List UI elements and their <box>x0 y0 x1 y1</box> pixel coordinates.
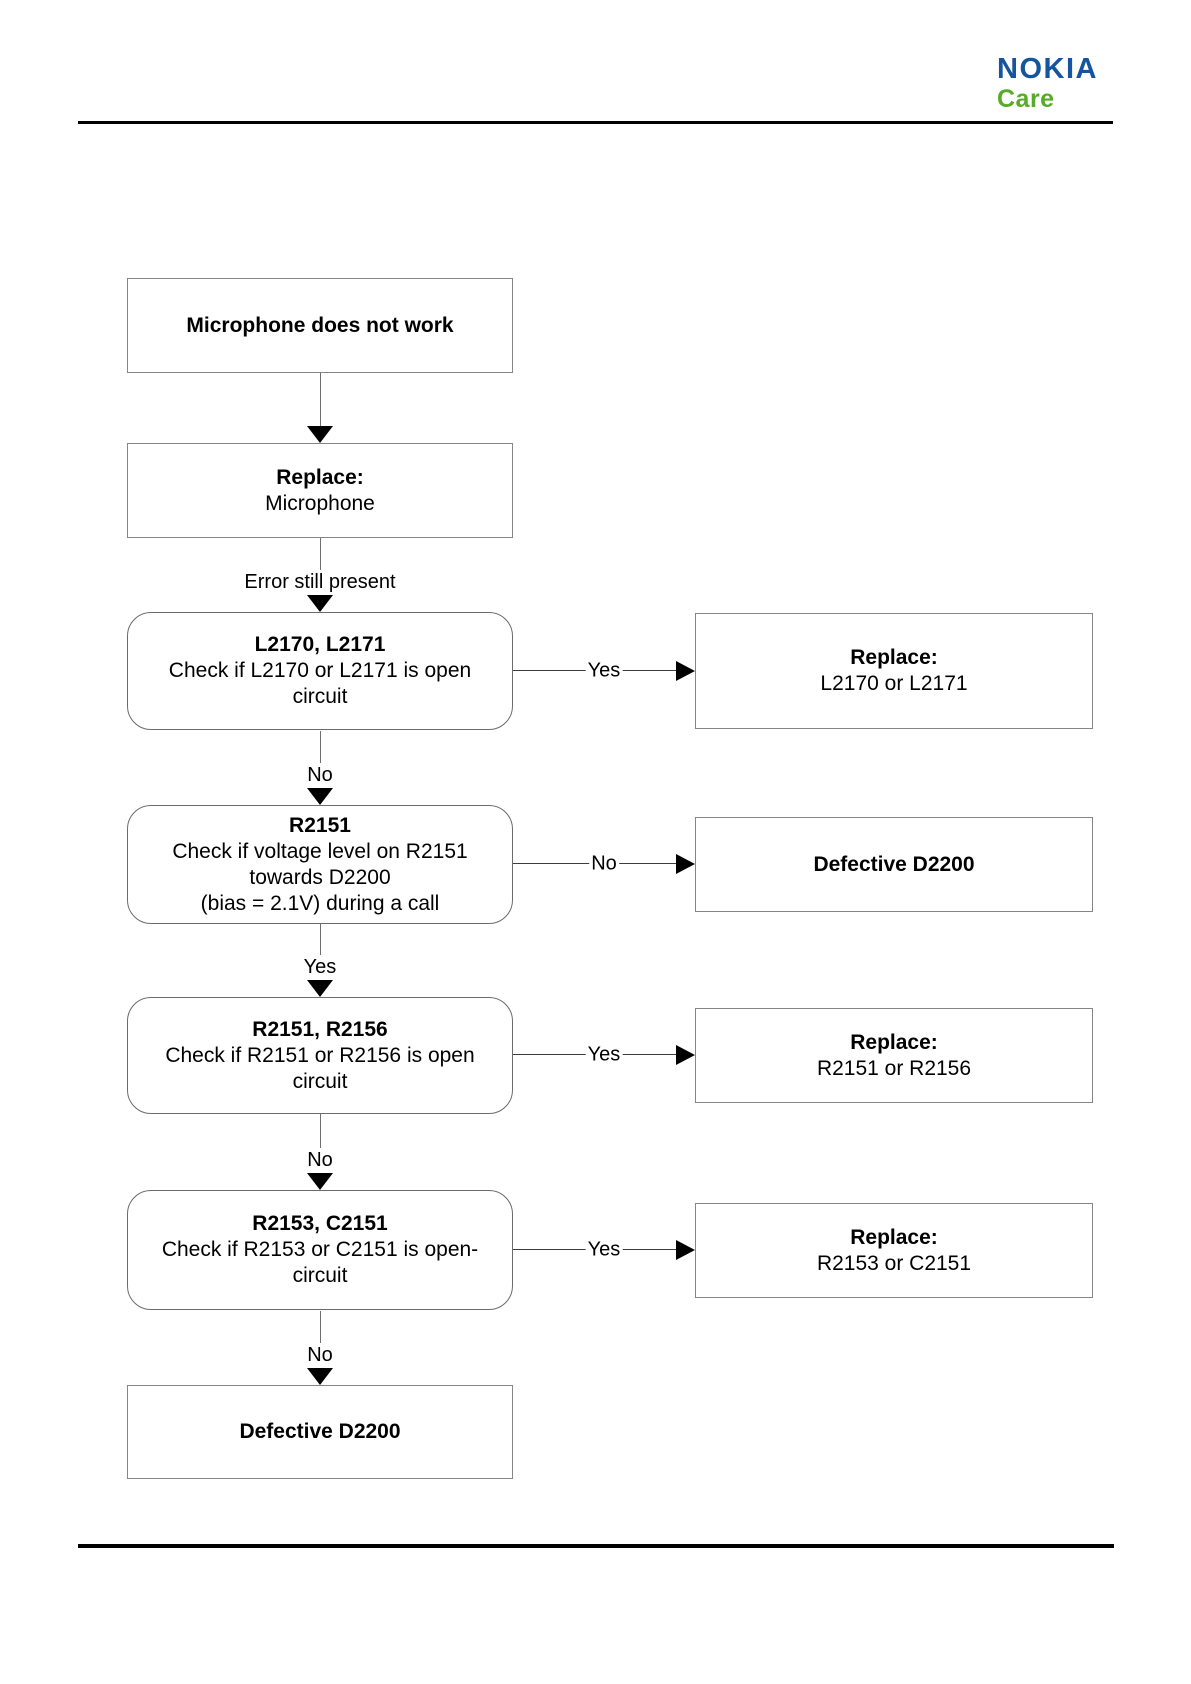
arrowhead-down-icon <box>307 1368 333 1385</box>
care-logo-text: Care <box>997 85 1055 113</box>
node-defective-d2200-final: Defective D2200 <box>127 1385 513 1479</box>
node-body: Check if R2151 or R2156 is open circuit <box>165 1043 475 1093</box>
node-body: R2153 or C2151 <box>816 1251 972 1275</box>
nokia-care-logo: NOKIA Care <box>997 55 1098 112</box>
header-rule <box>78 121 1113 124</box>
arrowhead-down-icon <box>307 426 333 443</box>
node-body: Check if L2170 or L2171 is open circuit <box>168 659 472 708</box>
node-title: L2170, L2171 <box>254 633 386 656</box>
node-check-l2170-l2171: L2170, L2171 Check if L2170 or L2171 is … <box>127 612 513 730</box>
connector-r2153-yes: Yes <box>513 1237 695 1263</box>
connector-line <box>319 373 321 426</box>
footer-rule <box>78 1544 1114 1548</box>
node-body: R2151 or R2156 <box>816 1056 972 1080</box>
node-title: R2151, R2156 <box>252 1017 388 1041</box>
edge-label: No <box>305 1343 335 1368</box>
connector-r2156-to-r2153: No <box>230 1114 410 1190</box>
node-replace-microphone: Replace: Microphone <box>127 443 513 538</box>
arrowhead-right-icon <box>676 661 695 681</box>
arrowhead-down-icon <box>307 595 333 612</box>
connector-r2153-to-defective: No <box>230 1311 410 1385</box>
node-title: Microphone does not work <box>186 313 454 337</box>
edge-label: No <box>589 852 619 876</box>
edge-label: Error still present <box>242 570 398 595</box>
connector-l2170-yes: Yes <box>513 658 695 684</box>
edge-label: No <box>305 763 335 788</box>
node-body: Microphone <box>265 491 375 515</box>
node-check-r2151-r2156: R2151, R2156 Check if R2151 or R2156 is … <box>127 997 513 1114</box>
node-title: Replace: <box>276 465 364 489</box>
arrowhead-right-icon <box>676 854 695 874</box>
node-title: Defective D2200 <box>239 1420 401 1443</box>
nokia-logo-text: NOKIA <box>997 53 1098 85</box>
edge-label: Yes <box>585 659 623 683</box>
node-title: R2151 <box>289 813 351 837</box>
arrowhead-down-icon <box>307 788 333 805</box>
node-body: L2170 or L2171 <box>820 672 968 695</box>
connector-line <box>319 924 321 955</box>
node-title: R2153, C2151 <box>252 1212 388 1235</box>
arrowhead-down-icon <box>307 1173 333 1190</box>
connector-line <box>319 538 321 570</box>
node-replace-l2170-l2171: Replace: L2170 or L2171 <box>695 613 1093 729</box>
connector-r2151-to-r2156: Yes <box>230 924 410 997</box>
connector-l2170-to-r2151: No <box>230 731 410 805</box>
arrowhead-right-icon <box>676 1045 695 1065</box>
node-title: Replace: <box>850 1030 938 1054</box>
node-replace-r2151-r2156: Replace: R2151 or R2156 <box>695 1008 1093 1103</box>
connector-start-to-replace <box>230 373 410 443</box>
arrowhead-right-icon <box>676 1240 695 1260</box>
node-check-r2153-c2151: R2153, C2151 Check if R2153 or C2151 is … <box>127 1190 513 1310</box>
node-title: Defective D2200 <box>813 852 975 876</box>
node-title: Replace: <box>850 646 938 669</box>
node-defective-d2200: Defective D2200 <box>695 817 1093 912</box>
connector-line <box>319 1311 321 1343</box>
node-check-r2151-voltage: R2151 Check if voltage level on R2151 to… <box>127 805 513 924</box>
edge-label: Yes <box>585 1043 623 1067</box>
node-microphone-does-not-work: Microphone does not work <box>127 278 513 373</box>
connector-line <box>319 731 321 763</box>
node-body: Check if R2153 or C2151 is open- circuit <box>161 1238 479 1287</box>
connector-r2151-no: No <box>513 851 695 877</box>
node-body: Check if voltage level on R2151 towards … <box>172 839 468 915</box>
edge-label: Yes <box>585 1238 623 1262</box>
edge-label: No <box>305 1148 335 1173</box>
node-title: Replace: <box>850 1225 938 1249</box>
connector-line <box>319 1114 321 1148</box>
connector-r2156-yes: Yes <box>513 1042 695 1068</box>
arrowhead-down-icon <box>307 980 333 997</box>
node-replace-r2153-c2151: Replace: R2153 or C2151 <box>695 1203 1093 1298</box>
connector-replace-to-l2170: Error still present <box>230 538 410 612</box>
edge-label: Yes <box>301 955 339 980</box>
